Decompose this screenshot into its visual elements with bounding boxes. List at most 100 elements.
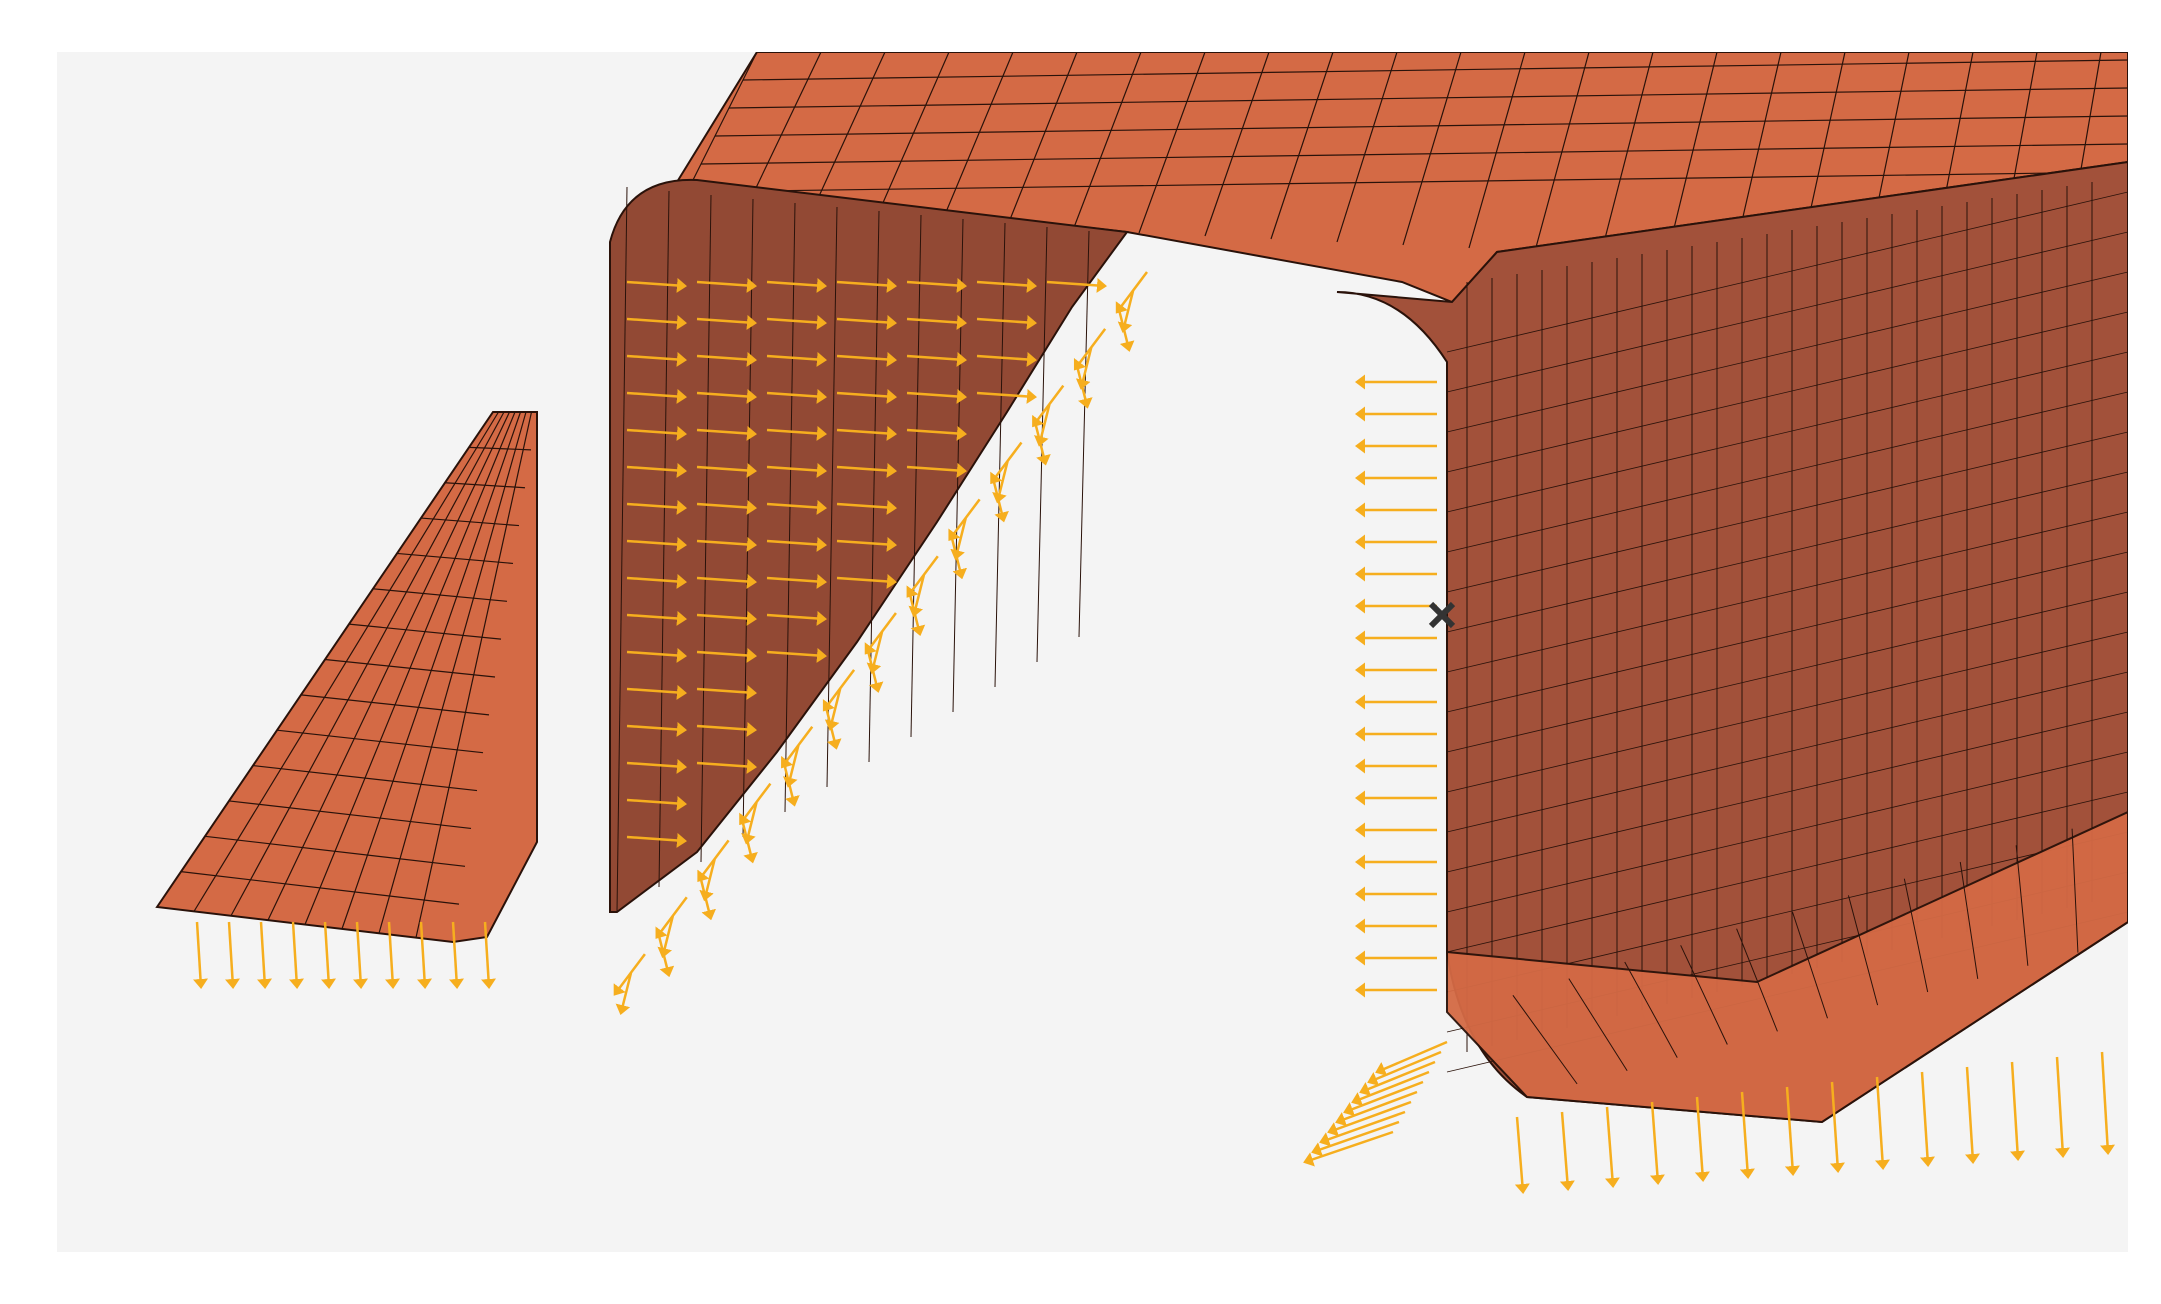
load-arrow [696, 425, 757, 441]
mesh-line [193, 411, 500, 912]
load-arrow [906, 462, 967, 478]
load-arrow [626, 795, 687, 811]
load-arrow [866, 650, 884, 693]
mesh-line [994, 222, 1006, 688]
load-arrow [1327, 1100, 1412, 1137]
load-arrow [481, 921, 496, 989]
load-arrow [950, 518, 967, 561]
mesh-line [1680, 945, 1728, 1045]
load-arrow [696, 462, 757, 478]
load-arrow [696, 314, 757, 330]
load-arrow [976, 388, 1037, 404]
load-arrow [1075, 347, 1093, 390]
mesh-line [658, 190, 670, 888]
load-arrow [1367, 1050, 1442, 1086]
mesh-line [1446, 431, 2128, 593]
mesh-line [742, 59, 2128, 81]
load-arrow [449, 921, 464, 989]
load-arrow [836, 351, 897, 367]
load-arrow [626, 721, 687, 737]
right-wall[interactable] [1336, 160, 2128, 1124]
load-arrow [626, 425, 687, 441]
load-arrow [225, 921, 240, 989]
mesh-line [616, 186, 628, 913]
load-arrow [2055, 1056, 2071, 1158]
load-arrow [626, 462, 687, 478]
load-arrow [417, 921, 432, 989]
mesh-line [1446, 511, 2128, 673]
load-arrow [836, 536, 897, 552]
mesh-line [1959, 861, 1979, 979]
load-arrow [1359, 1060, 1436, 1096]
load-arrow [783, 764, 800, 807]
mesh-line [1446, 471, 2128, 633]
load-arrow [1335, 1090, 1418, 1127]
load-arrow [766, 462, 827, 478]
load-arrow [1920, 1071, 1935, 1167]
load-arrow [766, 388, 827, 404]
mesh-line [1078, 230, 1090, 638]
mesh-line [1402, 52, 1462, 246]
mesh-line [874, 52, 950, 222]
right-flange[interactable] [1446, 810, 2128, 1124]
load-arrow [696, 277, 757, 293]
mesh-line [700, 143, 2128, 165]
left-wall[interactable] [609, 178, 1129, 913]
mesh-line [728, 87, 2128, 109]
load-arrow [782, 745, 800, 788]
load-arrow [1343, 1080, 1424, 1117]
load-arrow [626, 647, 687, 663]
load-arrow [626, 758, 687, 774]
load-arrow [626, 351, 687, 367]
load-arrow [1076, 366, 1093, 409]
load-arrow [741, 802, 758, 845]
load-arrow [1046, 277, 1107, 293]
load-arrow [626, 388, 687, 404]
mesh-line [686, 171, 2128, 193]
load-arrow [1514, 1116, 1530, 1194]
mesh-line [1138, 52, 1206, 234]
mesh-line [1446, 791, 2128, 953]
mesh-line [267, 411, 511, 921]
fe-model-scene[interactable] [57, 52, 2128, 1252]
load-arrow [2010, 1061, 2025, 1161]
mesh-line [378, 411, 527, 934]
load-arrow [696, 758, 757, 774]
load-arrow [615, 972, 633, 1015]
mesh-line [1446, 351, 2128, 513]
load-arrow [976, 277, 1037, 293]
load-arrow [626, 536, 687, 552]
mesh-line [1270, 52, 1334, 240]
load-arrow [2100, 1051, 2116, 1155]
mesh-line [1446, 231, 2128, 393]
load-arrow [193, 921, 208, 989]
load-arrow [626, 610, 687, 626]
load-arrow [906, 351, 967, 367]
graphics-viewport[interactable] [57, 52, 2128, 1252]
load-arrow [908, 574, 926, 618]
load-arrow [1303, 1130, 1394, 1167]
mesh-line [304, 411, 516, 925]
load-arrow [836, 425, 897, 441]
mesh-line [230, 411, 505, 917]
load-arrow [696, 721, 757, 737]
load-arrow [766, 277, 827, 293]
load-arrow [976, 351, 1037, 367]
load-arrow [824, 707, 842, 750]
x-cross-icon[interactable] [1428, 601, 1456, 629]
load-arrow [289, 921, 304, 989]
load-arrow [321, 921, 336, 989]
load-arrow [1784, 1086, 1800, 1176]
load-arrow [1034, 423, 1051, 466]
load-arrow [1375, 1040, 1448, 1076]
mesh-line [1446, 711, 2128, 873]
load-arrow [836, 499, 897, 515]
load-arrow [257, 921, 272, 989]
left-flange[interactable] [155, 411, 538, 944]
mesh-line [1736, 928, 1778, 1032]
load-arrow [696, 647, 757, 663]
load-arrow [626, 277, 687, 293]
load-arrow [1694, 1096, 1710, 1182]
load-arrow [836, 277, 897, 293]
mesh-line [826, 206, 838, 788]
